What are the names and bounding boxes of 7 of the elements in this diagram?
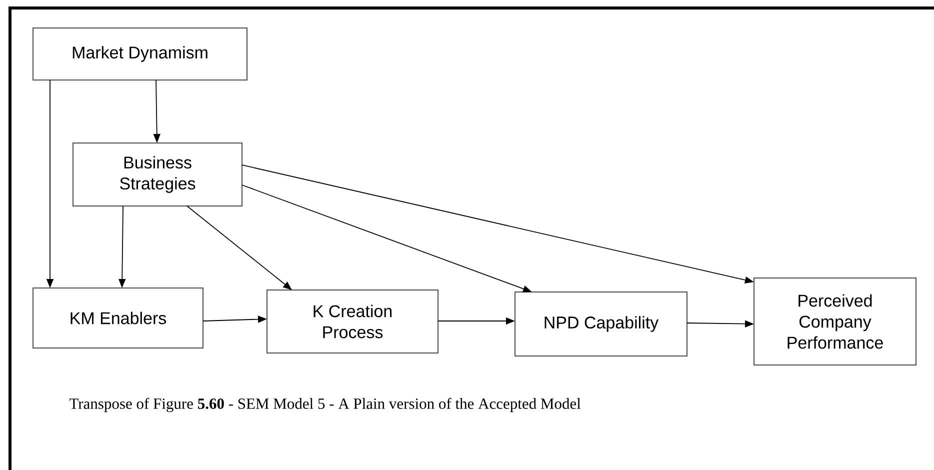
construct-box: K Creation Process — [266, 290, 438, 354]
construct-box: KM Enablers — [32, 288, 204, 348]
construct-box: Market Dynamism — [32, 28, 248, 80]
construct-box: Business Strategies — [72, 142, 242, 206]
construct-box: Perceived Company Performance — [754, 278, 916, 366]
caption: Transpose of Figure 5.60 - SEM Model 5 - A Plain version of the Accepted Model — [70, 398, 581, 412]
construct-box: NPD Capability — [514, 292, 688, 356]
